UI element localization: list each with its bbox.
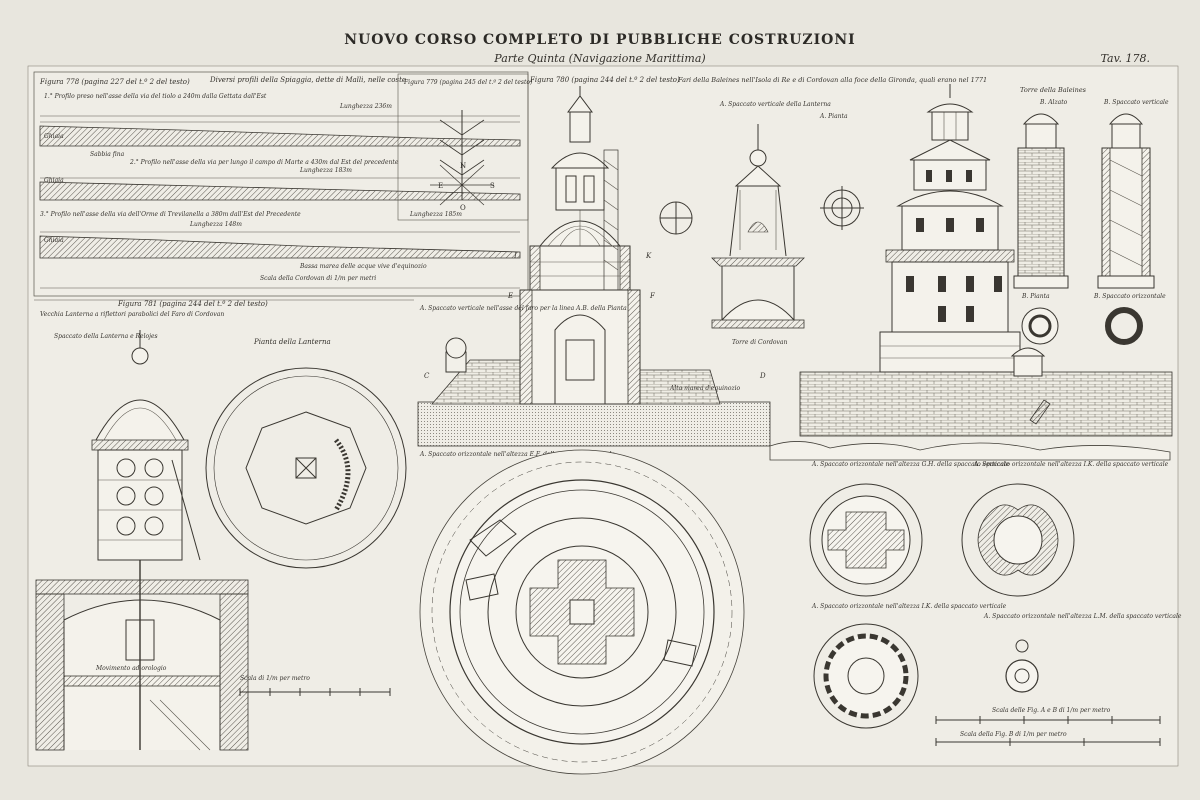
- cordovan-elevation: Fari della Baleines nell'Isola di Re e d…: [677, 76, 1173, 461]
- letter-f: F: [649, 292, 656, 300]
- baleines-title: Torre della Baleines: [1020, 86, 1087, 94]
- plate-number: Tav. 178.: [1101, 52, 1150, 65]
- profile-1-label: 1.° Profilo preso nell'asse della via de…: [44, 93, 267, 100]
- lantern-plan-title: Pianta della Lanterna: [253, 338, 331, 346]
- lantern-detail-scale: Scala di 1/m per metro: [240, 675, 310, 682]
- lantern-detail-left-label: Spaccato della Lanterna e Relojes: [54, 333, 158, 340]
- lantern-detail-panel: Figura 781 (pagina 244 del t.º 2 del tes…: [34, 299, 414, 751]
- plan-4-label: A. Spaccato orizzontale nell'altezza L.M…: [983, 613, 1182, 620]
- baleines-spaccato-oriz: B. Spaccato orizzontale: [1093, 293, 1166, 300]
- compass-e: E: [438, 182, 443, 190]
- low-tide-label: Alta marea d'equinozio: [669, 385, 741, 392]
- profile-1-length: Lunghezza 236m: [339, 103, 392, 110]
- plan-3-label: A. Spaccato orizzontale nell'altezza I.K…: [811, 603, 1007, 610]
- profile-2-label: 2.° Profilo nell'asse della via per lung…: [129, 159, 399, 166]
- compass-n: N: [460, 162, 466, 170]
- baleines-tower: Torre della Baleines B. Alzato B. Spacca…: [1013, 86, 1169, 345]
- profile-2-gravel: Ghiaia: [44, 177, 64, 184]
- compass-panel: Figura 779 (pagina 245 del t.º 2 del tes…: [397, 73, 533, 221]
- lantern-label: A. Spaccato verticale della Lanterna: [719, 101, 831, 108]
- profiles-heading: Diversi profili della Spiaggia, dette di…: [209, 76, 406, 84]
- compass-s: S: [490, 182, 495, 190]
- cordovan-plan: A. Spaccato orizzontale nell'altezza E.F…: [419, 449, 745, 775]
- profile-1-gravel: Ghiaia: [44, 133, 64, 140]
- baleines-alzato: B. Alzato: [1039, 99, 1068, 106]
- compass-o: O: [460, 204, 466, 212]
- letter-c: C: [424, 372, 430, 380]
- faro-heading: Fari della Baleines nell'Isola di Re e d…: [677, 76, 987, 84]
- scale-1-label: Scala delle Fig. A e B di 1/m per metro: [992, 707, 1111, 714]
- horizontal-sections: A. Spaccato orizzontale nell'altezza G.H…: [809, 461, 1182, 746]
- lantern-detail-subcaption: Vecchia Lanterna a riflettori parabolici…: [40, 311, 224, 318]
- profile-2-length: Lunghezza 183m: [299, 167, 352, 174]
- baleines-pianta: B. Pianta: [1021, 293, 1050, 300]
- center-caption: Figura 780 (pagina 244 del t.º 2 del tes…: [529, 76, 680, 84]
- plan-note: A. Spaccato orizzontale nell'altezza E.F…: [419, 451, 615, 458]
- plate-title: NUOVO CORSO COMPLETO DI PUBBLICHE COSTRU…: [344, 32, 855, 48]
- profile-3-gravel: Ghiaia: [44, 237, 64, 244]
- lantern-caption: Torre di Cordovan: [732, 339, 788, 346]
- letter-i: I: [513, 252, 517, 260]
- profiles-caption: Figura 778 (pagina 227 del t.º 2 del tes…: [39, 78, 190, 86]
- plan-2-label: A. Spaccato orizzontale nell'altezza I.K…: [973, 461, 1169, 468]
- lantern-plan-label: A. Pianta: [819, 113, 848, 120]
- scale-2-label: Scala della Fig. B di 1/m per metro: [960, 731, 1067, 738]
- lantern-detail-caption: Figura 781 (pagina 244 del t.º 2 del tes…: [117, 300, 268, 308]
- profile-3-water: Bassa marea delle acque vive d'equinozio: [299, 263, 427, 270]
- profile-1-sand: Sabbia fina: [90, 151, 125, 158]
- profile-3-length: Lunghezza 148m: [189, 221, 242, 228]
- profile-3-label: 3.° Profilo nell'asse della via dell'Orm…: [40, 211, 301, 218]
- baleines-spaccato: B. Spaccato verticale: [1103, 99, 1169, 106]
- section-label: A. Spaccato verticale nell'asse del faro…: [419, 305, 627, 312]
- profiles-scale: Scala della Cordovan di 1/m per metri: [260, 275, 376, 282]
- letter-e: E: [507, 292, 513, 300]
- letter-d: D: [759, 372, 766, 380]
- plate-subtitle: Parte Quinta (Navigazione Marittima): [493, 52, 705, 65]
- lantern-section: A. Spaccato verticale della Lanterna A. …: [659, 101, 864, 346]
- compass-caption: Figura 779 (pagina 245 del t.º 2 del tes…: [403, 79, 533, 86]
- beach-profiles-panel: Figura 778 (pagina 227 del t.º 2 del tes…: [33, 71, 529, 297]
- plan-1-label: A. Spaccato orizzontale nell'altezza G.H…: [811, 461, 1010, 468]
- cordovan-section: Figura 780 (pagina 244 del t.º 2 del tes…: [417, 76, 771, 447]
- compass-length: Lunghezza 185m: [409, 211, 462, 218]
- mechanism-label: Movimento ad orologio: [95, 665, 167, 672]
- letter-k: K: [645, 252, 652, 260]
